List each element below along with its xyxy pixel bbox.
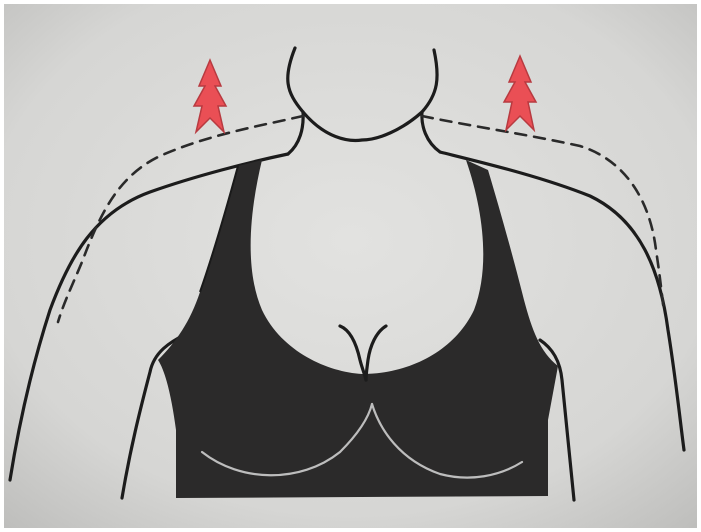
illustration-canvas [0,0,701,532]
illustration-frame [0,0,701,532]
